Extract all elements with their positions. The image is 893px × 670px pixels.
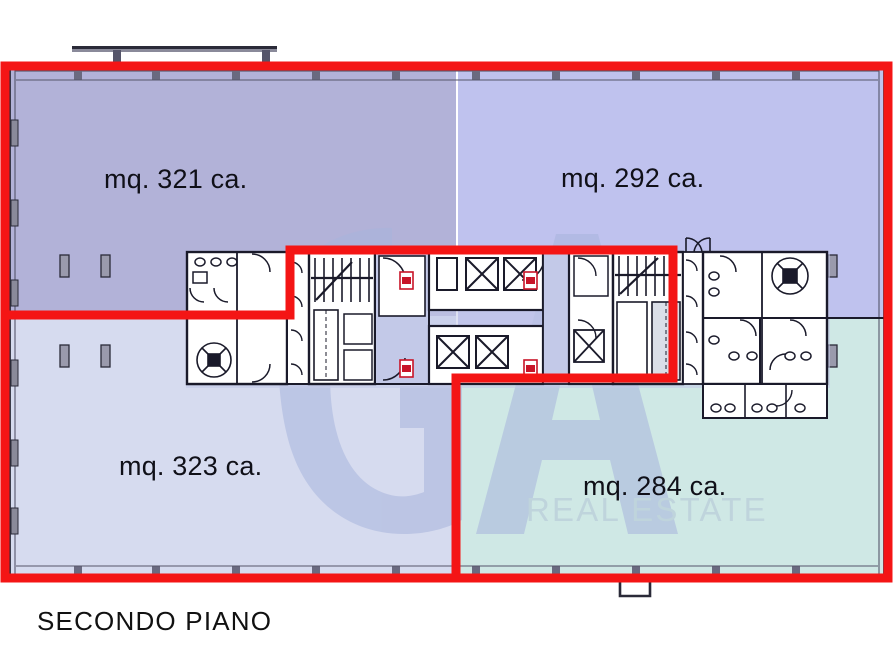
window-mullions-top xyxy=(74,71,800,80)
interior-columns xyxy=(59,254,838,368)
watermark-letter-a xyxy=(476,234,678,534)
meeting-table-east xyxy=(771,257,809,295)
stairwell-west xyxy=(307,250,377,386)
top-balcony xyxy=(72,46,277,66)
floor-caption: SECONDO PIANO xyxy=(37,606,273,636)
wall-pilasters-left xyxy=(10,119,19,535)
round-table-west xyxy=(196,342,232,378)
entrance-doors-east xyxy=(685,237,711,253)
window-mullions-bottom xyxy=(74,566,800,575)
core-south-east-extension xyxy=(702,383,828,419)
wc-fixtures-upper xyxy=(189,257,238,303)
red-zone-boundaries xyxy=(0,61,893,583)
fire-hydrant-markers-west xyxy=(399,271,414,378)
red-core-outline xyxy=(285,245,678,383)
corridor-central xyxy=(542,251,570,385)
bottom-projection xyxy=(618,580,652,598)
watermark-tagline: REAL ESTATE xyxy=(526,491,768,528)
doors-east-cluster xyxy=(719,255,807,371)
core-east-rooms xyxy=(685,237,829,386)
red-outer-boundary xyxy=(0,61,893,583)
zone-step-wall xyxy=(759,317,884,384)
elevator-bank-west xyxy=(427,250,545,386)
vestibule-east xyxy=(567,250,615,386)
wc-fixtures-east xyxy=(708,271,812,361)
corridor-doors-east xyxy=(685,259,698,376)
